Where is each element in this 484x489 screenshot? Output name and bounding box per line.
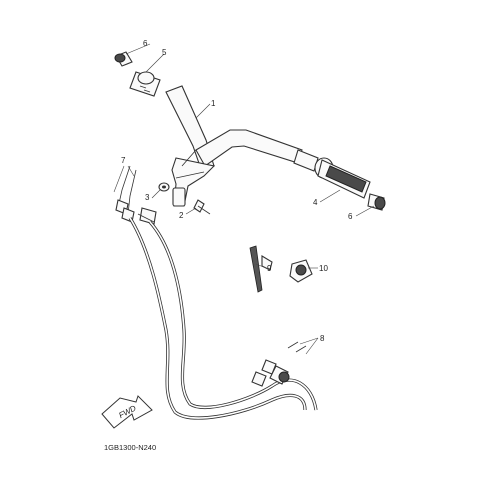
right-throttle-grip[interactable] [314, 157, 371, 199]
leader-lines [113, 43, 375, 355]
washer[interactable] [158, 182, 170, 192]
callout-3: 3 [145, 193, 150, 202]
callout-6-left: 6 [143, 39, 148, 48]
callout-7: 7 [121, 156, 126, 165]
callout-9: 9 [267, 264, 272, 273]
cable-end-fittings[interactable] [251, 341, 307, 387]
callout-10: 10 [319, 264, 328, 273]
callout-2: 2 [179, 211, 184, 220]
right-bar-end-weight[interactable] [367, 193, 386, 211]
left-grip[interactable] [129, 71, 161, 97]
callout-labels: 6 5 1 3 2 4 6 7 9 10 8 [121, 39, 353, 343]
diagram-code: 1GB1300-N240 [104, 443, 156, 452]
bolt[interactable] [193, 199, 211, 215]
cable-tie[interactable] [249, 245, 273, 293]
callout-6-right: 6 [348, 212, 353, 221]
callout-8: 8 [320, 334, 325, 343]
handlebar[interactable] [165, 85, 319, 207]
callout-1: 1 [211, 99, 216, 108]
fwd-arrow: FWD [101, 395, 153, 429]
callout-4: 4 [313, 198, 318, 207]
cable-holder[interactable] [289, 259, 313, 283]
callout-5: 5 [162, 48, 167, 57]
left-bar-end-weight[interactable] [114, 51, 133, 67]
